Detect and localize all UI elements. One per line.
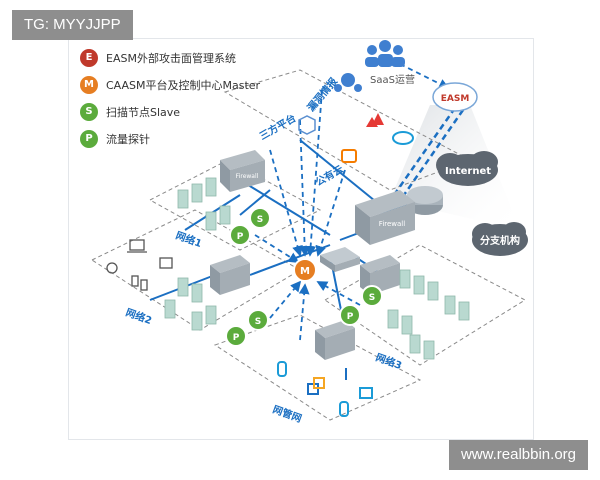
slave-node-icon bbox=[361, 285, 383, 307]
firewall-icon bbox=[210, 255, 250, 295]
phone-icon bbox=[131, 275, 139, 287]
zone-1 bbox=[148, 159, 322, 251]
svg-text:P: P bbox=[347, 312, 354, 322]
server-group bbox=[164, 177, 470, 360]
cloud-network-icon bbox=[334, 73, 362, 92]
laptop-icon bbox=[129, 239, 145, 251]
easm-uplink bbox=[378, 107, 465, 219]
zone2-label: 网络2 bbox=[124, 306, 154, 327]
svg-text:P: P bbox=[237, 232, 244, 242]
easm-icon: E bbox=[80, 49, 98, 67]
zone3-label: 网络3 bbox=[374, 351, 404, 372]
legend-item: P 流量探针 bbox=[80, 127, 260, 151]
firewall-label: Firewall bbox=[379, 220, 405, 228]
legend-item: M CAASM平台及控制中心Master bbox=[80, 73, 260, 97]
easm-cloud: EASM bbox=[432, 82, 478, 112]
zone-iot bbox=[213, 314, 422, 421]
svg-text:P: P bbox=[233, 333, 240, 343]
legend-label: 流量探针 bbox=[106, 133, 150, 146]
public-cloud-label: 公有云 bbox=[313, 162, 345, 188]
internet-cloud: Internet bbox=[436, 151, 498, 186]
slave-node-icon bbox=[249, 207, 271, 229]
svg-text:S: S bbox=[369, 293, 375, 303]
probe-node-icon bbox=[339, 304, 361, 326]
huawei-cloud-icon bbox=[366, 113, 384, 127]
watermark: www.realbbin.org bbox=[448, 440, 588, 470]
probe-node-icon bbox=[229, 224, 251, 246]
iot-device-icons bbox=[277, 361, 373, 417]
svg-text:S: S bbox=[255, 317, 261, 327]
firewall-label: Firewall bbox=[236, 173, 259, 180]
master-icon: M bbox=[80, 76, 98, 94]
saas-people-icon bbox=[365, 40, 405, 67]
router-icon bbox=[407, 186, 443, 215]
legend-item: E EASM外部攻击面管理系统 bbox=[80, 46, 260, 70]
third-party-label: 三方平台 bbox=[257, 111, 298, 142]
zone-2 bbox=[90, 209, 301, 331]
zone1-label: 网络1 bbox=[174, 229, 204, 250]
firewall-icon: Firewall bbox=[355, 190, 415, 245]
svg-text:M: M bbox=[300, 266, 310, 277]
branch-label: 分支机构 bbox=[480, 234, 520, 247]
hex-platform-icon bbox=[298, 115, 316, 135]
firewall-icon: Firewall bbox=[220, 150, 265, 192]
slave-nodes: S S S bbox=[247, 207, 383, 331]
legend: E EASM外部攻击面管理系统 M CAASM平台及控制中心Master S 扫… bbox=[80, 46, 260, 154]
camera-icon bbox=[106, 262, 118, 274]
probe-icon: P bbox=[80, 130, 98, 148]
probe-nodes: P P P bbox=[225, 224, 361, 347]
device-group bbox=[106, 239, 173, 291]
zone-public-cloud bbox=[223, 69, 472, 191]
leak-info-label: 漏洞情报 bbox=[304, 75, 340, 114]
legend-label: EASM外部攻击面管理系统 bbox=[106, 52, 236, 65]
branch-cloud: 分支机构 bbox=[472, 222, 528, 256]
cloud-icon bbox=[392, 131, 414, 145]
svg-text:S: S bbox=[257, 215, 263, 225]
slave-icon: S bbox=[80, 103, 98, 121]
internet-label: Internet bbox=[445, 166, 491, 177]
slave-node-icon bbox=[247, 309, 269, 331]
zone-iot-label: 网管网 bbox=[271, 403, 304, 425]
printer-icon bbox=[159, 257, 173, 269]
firewall-icon bbox=[315, 320, 355, 360]
legend-label: 扫描节点Slave bbox=[106, 106, 181, 119]
easm-cloud-label: EASM bbox=[441, 94, 470, 104]
legend-label: CAASM平台及控制中心Master bbox=[106, 79, 261, 92]
ali-cloud-icon bbox=[341, 149, 357, 163]
master-node-icon: M bbox=[293, 258, 317, 282]
firewall-group: Firewall Firewall bbox=[210, 150, 415, 360]
tg-tag: TG: MYYJJPP bbox=[12, 10, 133, 40]
legend-item: S 扫描节点Slave bbox=[80, 100, 260, 124]
probe-node-icon bbox=[225, 325, 247, 347]
saas-label: SaaS运营 bbox=[370, 73, 415, 86]
core-switch-icon bbox=[320, 247, 360, 272]
